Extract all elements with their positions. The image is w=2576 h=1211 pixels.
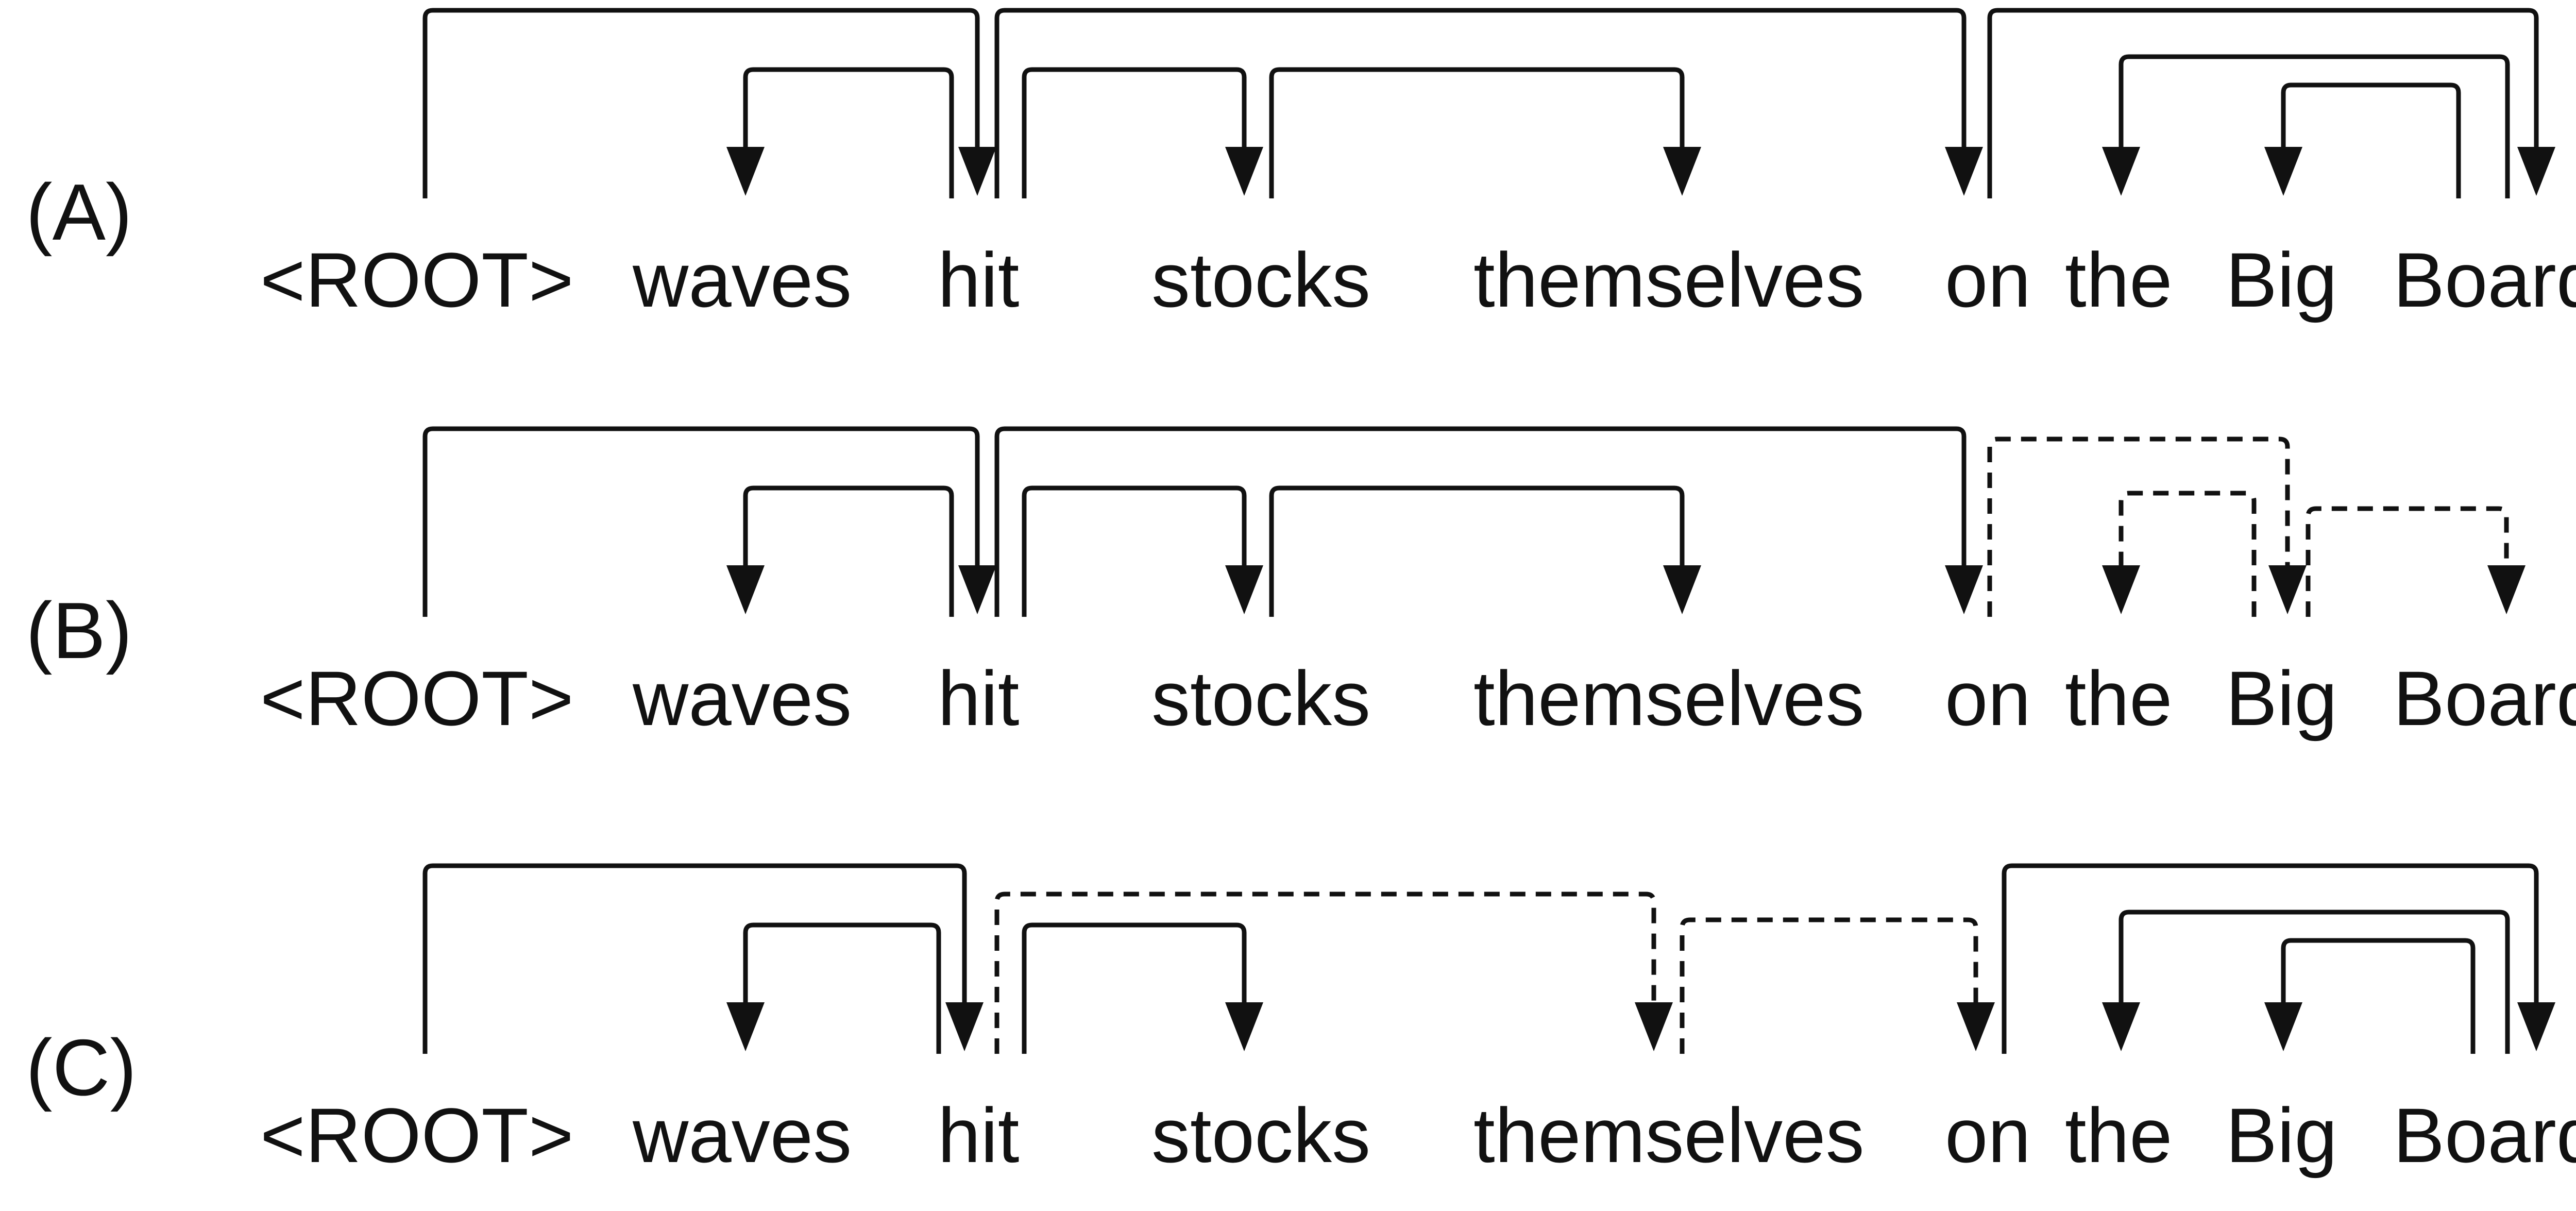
- word-big: Big: [2226, 655, 2337, 742]
- arrowhead: [726, 147, 765, 196]
- word-themselves: themselves: [1473, 237, 1865, 323]
- arc-big-the: [2102, 491, 2257, 617]
- arc-hit-on: [994, 426, 1983, 617]
- arrowhead: [958, 147, 996, 196]
- sentence: <ROOT> waves hit stocks themselves on th…: [260, 1092, 2576, 1179]
- sentence: <ROOT> waves hit stocks themselves on th…: [260, 655, 2576, 742]
- word-hit: hit: [938, 1092, 1019, 1179]
- arc-hit-waves: [726, 67, 954, 198]
- arcs: [422, 8, 2555, 198]
- arrowhead: [1225, 1002, 1263, 1051]
- panel-label: (C): [26, 1023, 137, 1112]
- word-board: Board: [2393, 237, 2576, 323]
- arc-hit-waves: [726, 485, 954, 617]
- word-root: <ROOT>: [260, 1092, 574, 1179]
- panel-label: (B): [26, 586, 132, 675]
- word-the: the: [2065, 655, 2173, 742]
- word-big: Big: [2226, 1092, 2337, 1179]
- arrowhead: [2517, 147, 2555, 196]
- arrowhead: [2268, 565, 2307, 614]
- arc-hit-themselves: [994, 892, 1673, 1054]
- arrowhead: [726, 565, 765, 614]
- word-stocks: stocks: [1151, 1092, 1370, 1179]
- arc-board-the: [2102, 54, 2510, 198]
- arc-on-board: [1987, 8, 2555, 198]
- word-the: the: [2065, 1092, 2173, 1179]
- arrowhead: [1635, 1002, 1673, 1051]
- word-on: on: [1945, 655, 2031, 742]
- arc-hit-on: [994, 8, 1983, 198]
- arc-on-big: [1987, 436, 2307, 617]
- arrowhead: [2487, 565, 2526, 614]
- arrowhead: [1957, 1002, 1995, 1051]
- word-big: Big: [2226, 237, 2337, 323]
- word-root: <ROOT>: [260, 237, 574, 323]
- word-root: <ROOT>: [260, 655, 574, 742]
- sentence: <ROOT> waves hit stocks themselves on th…: [260, 237, 2576, 323]
- arc-hit-stocks: [1022, 485, 1263, 617]
- arc-stocks-themselves: [1269, 485, 1701, 617]
- word-stocks: stocks: [1151, 237, 1370, 323]
- arc-themselves-on: [1680, 917, 1995, 1054]
- arrowhead: [2264, 147, 2302, 196]
- word-waves: waves: [632, 655, 852, 742]
- word-themselves: themselves: [1473, 655, 1865, 742]
- arrowhead: [1225, 565, 1263, 614]
- arrowhead: [2102, 1002, 2140, 1051]
- panel-a: (A) <ROOT> waves hit stocks themselves o…: [26, 8, 2576, 323]
- word-board: Board: [2393, 1092, 2576, 1179]
- arc-hit-stocks: [1022, 922, 1263, 1054]
- arc-root-hit: [422, 8, 996, 198]
- arcs: [422, 863, 2555, 1054]
- word-themselves: themselves: [1473, 1092, 1865, 1179]
- arrowhead: [2102, 565, 2140, 614]
- panel-c: (C) <ROOT> waves hit stocks themselves o…: [26, 863, 2576, 1179]
- arrowhead: [2102, 147, 2140, 196]
- arrowhead: [1225, 147, 1263, 196]
- arc-root-hit: [422, 863, 984, 1054]
- word-stocks: stocks: [1151, 655, 1370, 742]
- arrowhead: [2264, 1002, 2302, 1051]
- word-waves: waves: [632, 237, 852, 323]
- word-hit: hit: [938, 655, 1019, 742]
- word-board: Board: [2393, 655, 2576, 742]
- word-the: the: [2065, 237, 2173, 323]
- arc-hit-stocks: [1022, 67, 1263, 198]
- arrowhead: [1945, 565, 1983, 614]
- word-waves: waves: [632, 1092, 852, 1179]
- arrowhead: [1945, 147, 1983, 196]
- arrowhead: [945, 1002, 984, 1051]
- arc-stocks-themselves: [1269, 67, 1701, 198]
- arc-big-board: [2306, 506, 2526, 617]
- arrowhead: [1663, 565, 1701, 614]
- panel-label: (A): [26, 167, 132, 257]
- arrowhead: [958, 565, 996, 614]
- arc-hit-waves: [726, 922, 941, 1054]
- arc-root-hit: [422, 426, 996, 617]
- arrowhead: [1663, 147, 1701, 196]
- word-on: on: [1945, 237, 2031, 323]
- arcs: [422, 426, 2526, 617]
- arc-on-board: [2002, 863, 2555, 1054]
- arrowhead: [2517, 1002, 2555, 1051]
- arrowhead: [726, 1002, 765, 1051]
- arc-board-big: [2264, 82, 2461, 198]
- word-hit: hit: [938, 237, 1019, 323]
- word-on: on: [1945, 1092, 2031, 1179]
- arc-board-the: [2102, 910, 2510, 1054]
- arc-board-big: [2264, 938, 2476, 1054]
- panel-b: (B) <ROOT> waves hit stocks themselves o…: [26, 426, 2576, 742]
